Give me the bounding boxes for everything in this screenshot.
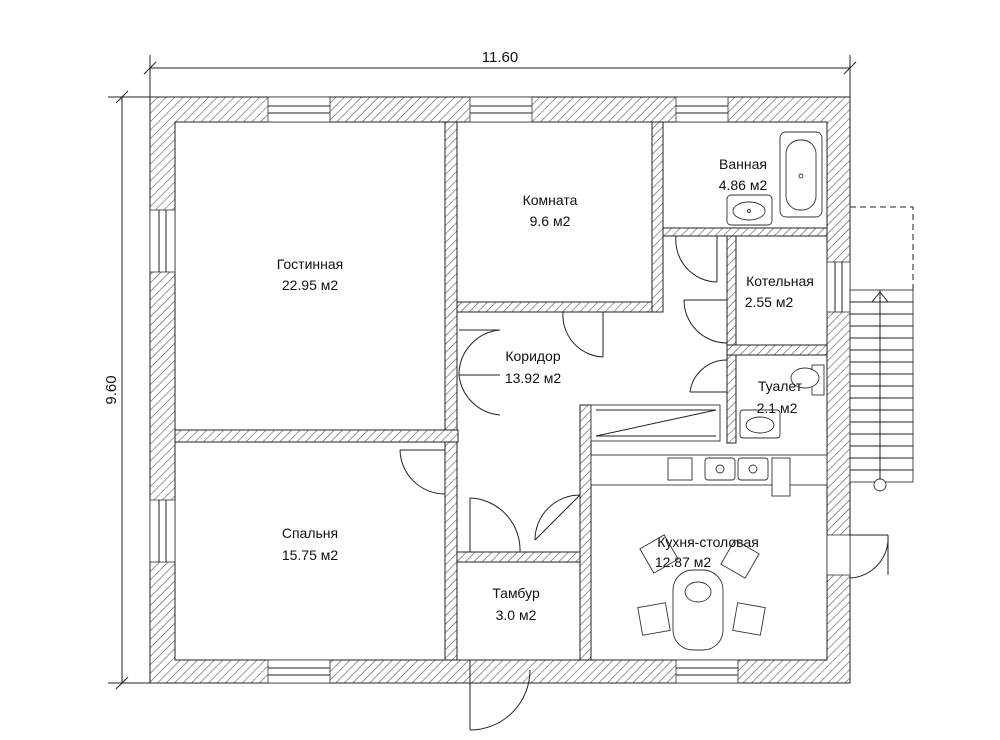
door-entrance: [469, 660, 531, 731]
window-top-2: [469, 96, 533, 123]
door-bath: [675, 235, 718, 283]
room-area-bedroom: 15.75 м2: [282, 547, 339, 563]
door-kitchen-exterior: [849, 534, 889, 579]
dimension-height-label: 9.60: [103, 375, 120, 404]
room-label-corridor: Коридор 13.92 м2: [505, 348, 562, 386]
dimension-width-label: 11.60: [482, 49, 518, 66]
kitchen-counter-top: [590, 404, 721, 442]
room-area-toilet: 2.1 м2: [757, 400, 798, 416]
room-label-boiler: Котельная 2.55 м2: [745, 273, 814, 310]
window-left-1: [149, 209, 176, 273]
window-right-1: [826, 261, 851, 313]
door-vestibule-inner: [469, 497, 521, 553]
toilet-bowl: [790, 364, 825, 396]
door-room: [562, 311, 604, 358]
room-area-kitchen: 12.87 м2: [655, 554, 712, 570]
kitchen-counter: [590, 454, 828, 497]
room-area-corridor: 13.92 м2: [505, 370, 562, 386]
bath-sink: [726, 194, 773, 226]
chair-1: [637, 602, 671, 636]
room-name-corridor: Коридор: [505, 348, 561, 364]
chair-4: [720, 539, 760, 579]
exterior-stairs: [849, 206, 914, 492]
door-toilet: [689, 359, 728, 393]
room-label-vestibule: Тамбур 3.0 м2: [492, 585, 540, 623]
room-label-room: Комната 9.6 м2: [523, 192, 578, 229]
door-bedroom: [399, 449, 446, 495]
door-living: [458, 329, 501, 416]
dimension-width: 11.60: [143, 49, 857, 100]
room-label-toilet: Туалет 2.1 м2: [757, 378, 803, 416]
room-name-room: Комната: [523, 192, 578, 208]
exterior-walls: [149, 96, 851, 684]
room-name-bedroom: Спальня: [282, 525, 338, 541]
room-name-boiler: Котельная: [746, 273, 814, 289]
window-bottom-1: [267, 659, 331, 684]
room-area-vestibule: 3.0 м2: [496, 607, 537, 623]
interior-walls: [174, 121, 828, 661]
room-name-living: Гостинная: [277, 256, 344, 272]
room-label-living: Гостинная 22.95 м2: [277, 256, 344, 293]
chair-2: [732, 602, 766, 636]
room-label-bedroom: Спальня 15.75 м2: [282, 525, 339, 563]
dimension-height: 9.60: [103, 90, 150, 690]
room-area-room: 9.6 м2: [530, 213, 571, 229]
room-name-toilet: Туалет: [758, 378, 803, 394]
window-top-3: [675, 96, 729, 123]
toilet-sink: [739, 409, 781, 439]
door-boiler: [683, 299, 728, 344]
room-label-bath: Ванная 4.86 м2: [719, 156, 768, 193]
bathtub: [779, 131, 823, 218]
room-area-bath: 4.86 м2: [719, 177, 768, 193]
window-bottom-2: [675, 659, 739, 684]
windows: [149, 96, 851, 684]
room-name-vestibule: Тамбур: [492, 585, 540, 601]
window-right-2: [826, 534, 851, 576]
dining-table: [637, 534, 766, 651]
room-area-boiler: 2.55 м2: [745, 294, 794, 310]
window-top-1: [267, 96, 331, 123]
window-left-2: [149, 499, 176, 563]
room-area-living: 22.95 м2: [282, 277, 339, 293]
room-label-kitchen: Кухня-столовая 12.87 м2: [655, 534, 759, 570]
chair-3: [639, 534, 679, 574]
room-name-kitchen: Кухня-столовая: [657, 534, 759, 550]
room-name-bath: Ванная: [719, 156, 767, 172]
doors: [399, 235, 889, 731]
door-kitchen: [534, 494, 581, 541]
